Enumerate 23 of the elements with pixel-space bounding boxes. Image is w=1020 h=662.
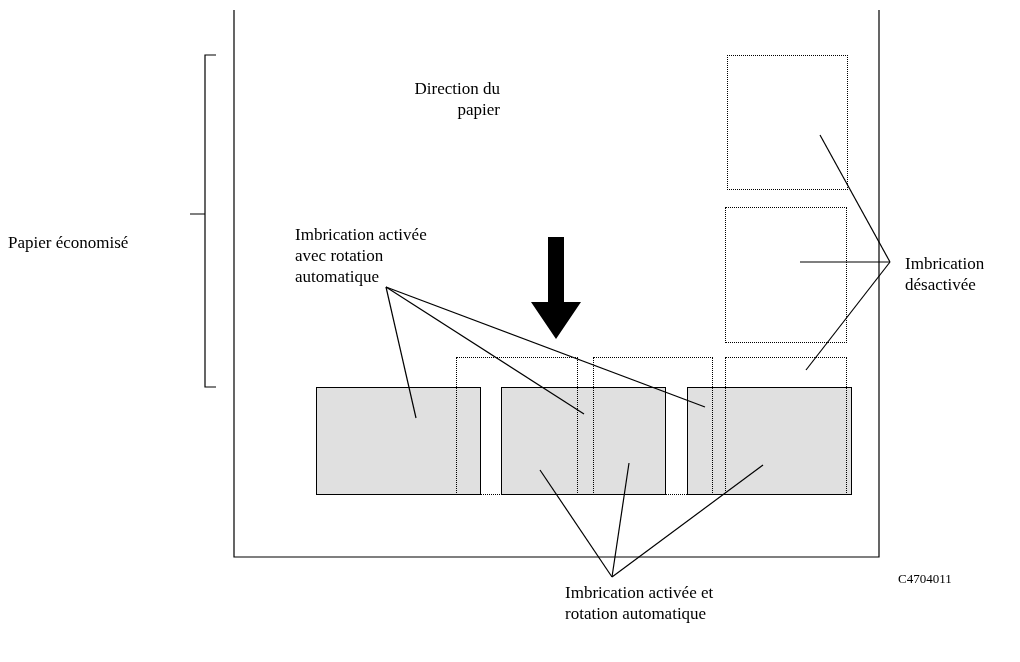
- leader-line: [611, 464, 764, 578]
- callout-text: Imbrication désactivée: [905, 253, 1017, 295]
- figure-code: C4704011: [898, 570, 953, 588]
- leader-line: [385, 286, 706, 408]
- sheet-rectangle: [687, 387, 852, 495]
- leader-line: [539, 469, 613, 578]
- sheet-outline: [593, 357, 713, 495]
- leader-line: [385, 286, 585, 415]
- leader-line: [799, 261, 891, 263]
- leader-line: [805, 261, 891, 371]
- callout-text: Imbrication activée et rotation automatique: [565, 582, 737, 624]
- leader-line: [819, 134, 891, 263]
- sheet-outline: [725, 207, 847, 343]
- sheet-outline: [456, 357, 578, 495]
- direction-label: Direction du papier: [413, 78, 500, 120]
- sheet-rectangle: [501, 387, 666, 495]
- leader-line: [385, 286, 417, 419]
- sheet-outline: [727, 55, 848, 190]
- bracket-label: Papier économisé: [8, 232, 130, 253]
- leader-line: [611, 462, 630, 578]
- sheet-rectangle: [316, 387, 481, 495]
- sheet-outline: [725, 357, 847, 495]
- callout-text: Imbrication activée avec rotation automatique: [295, 224, 447, 287]
